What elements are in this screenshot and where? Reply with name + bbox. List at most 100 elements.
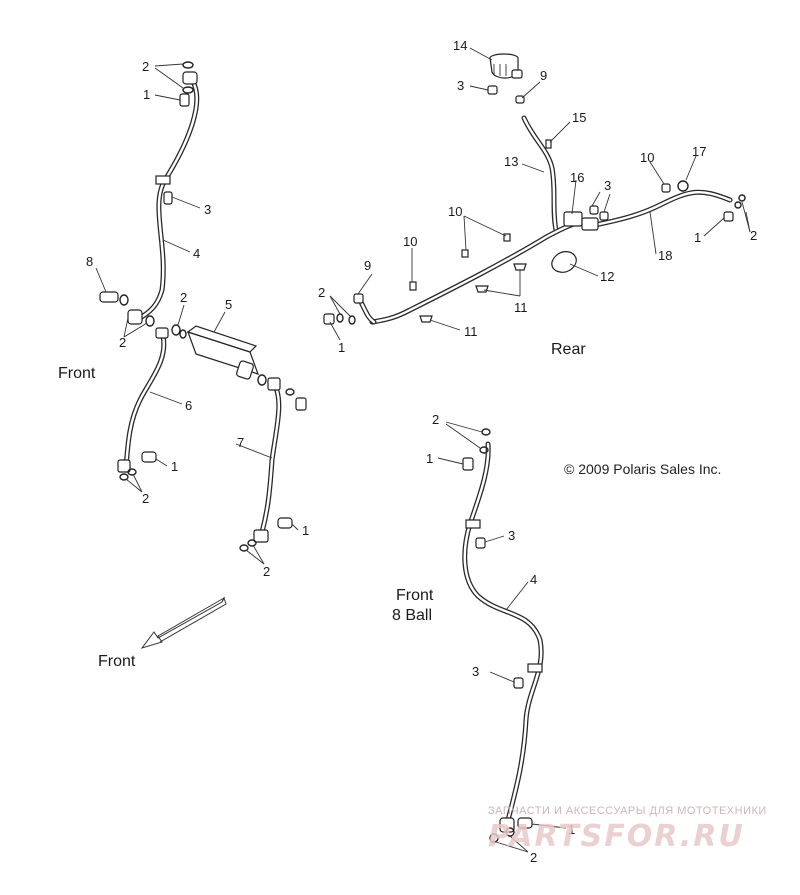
washer-rear-right-a	[734, 201, 742, 209]
junction-16	[563, 211, 583, 227]
svg-text:4: 4	[530, 572, 537, 587]
clip-8ball-a	[465, 519, 481, 529]
svg-text:5: 5	[225, 297, 232, 312]
clip-8ball-b	[527, 663, 543, 673]
bolt-3-8ball-b	[513, 677, 524, 689]
svg-text:1: 1	[568, 822, 575, 837]
bolt-1-8ball-bottom	[517, 817, 533, 829]
svg-text:10: 10	[448, 204, 462, 219]
washer-8	[119, 294, 129, 306]
svg-text:3: 3	[204, 202, 211, 217]
banjo-bolt-top	[179, 93, 190, 107]
clamp-17	[677, 180, 689, 192]
bolt-3-rear-b	[599, 211, 609, 221]
bolt-7-top	[295, 397, 307, 411]
svg-text:2: 2	[180, 290, 187, 305]
bolt-1-7	[277, 517, 293, 529]
rear-assembly: 14 3 9 15 13 16 3 10 17 18 1 2 12 10 10 …	[318, 38, 757, 355]
svg-text:2: 2	[318, 285, 325, 300]
front-direction-arrow	[140, 596, 227, 649]
washer-6a	[119, 473, 129, 481]
washer-7-top	[285, 388, 295, 396]
bolt-8	[99, 291, 119, 303]
washer-7b	[247, 539, 257, 547]
fitting-7-bottom	[253, 529, 269, 543]
svg-text:2: 2	[530, 850, 537, 865]
svg-text:14: 14	[453, 38, 467, 53]
bolt-3-rear-a	[589, 205, 599, 215]
svg-text:10: 10	[403, 234, 417, 249]
washer-8ball-bottom-a	[489, 833, 499, 843]
svg-text:7: 7	[237, 435, 244, 450]
washer-4a	[145, 315, 155, 327]
hose-4-8ball	[462, 441, 544, 823]
label-front: Front	[58, 365, 96, 382]
washer-8ball-top-a	[481, 428, 491, 436]
bolt-1-rear-right	[723, 211, 734, 222]
clip-10-left	[409, 281, 417, 291]
svg-text:3: 3	[457, 78, 464, 93]
fitting-6-bottom	[117, 459, 131, 473]
svg-text:16: 16	[570, 170, 584, 185]
clip-11-c	[419, 315, 433, 323]
svg-text:3: 3	[508, 528, 515, 543]
fitting-4-bottom	[127, 309, 143, 325]
cap-9-left	[353, 293, 364, 304]
clip-10-right	[661, 183, 671, 193]
bolt-1-8ball-top	[462, 457, 474, 471]
svg-text:8: 8	[86, 254, 93, 269]
svg-text:2: 2	[432, 412, 439, 427]
svg-text:9: 9	[364, 258, 371, 273]
washer-6b	[127, 468, 137, 476]
washer-4b	[171, 324, 181, 336]
guard-12	[551, 251, 577, 273]
washer-rear-right-b	[738, 194, 746, 202]
svg-text:1: 1	[338, 340, 345, 355]
bolt-1-rear-left	[323, 313, 335, 325]
bolt-3-8ball-a	[475, 537, 486, 549]
fitting-7-top	[267, 377, 281, 391]
washer-8ball-top-b	[479, 446, 489, 454]
washer-rear-left-a	[336, 313, 344, 323]
svg-text:18: 18	[658, 248, 672, 263]
washer-rear-left-b	[348, 315, 356, 325]
clip-15	[545, 139, 552, 149]
reservoir-14	[489, 53, 523, 79]
svg-text:9: 9	[540, 68, 547, 83]
watermark: ЗАПЧАСТИ И АКСЕССУАРЫ ДЛЯ МОТОТЕХНИКИ PA…	[488, 805, 767, 854]
svg-text:4: 4	[193, 246, 200, 261]
svg-text:12: 12	[600, 269, 614, 284]
svg-text:1: 1	[143, 87, 150, 102]
bolt-3-rear-top	[487, 85, 498, 95]
label-front-arrow: Front	[98, 653, 136, 670]
clip-10-mid-b	[503, 233, 511, 242]
watermark-tagline: ЗАПЧАСТИ И АКСЕССУАРЫ ДЛЯ МОТОТЕХНИКИ	[488, 805, 767, 817]
clip-10-mid-a	[461, 249, 469, 258]
clip-11-b	[475, 285, 489, 293]
svg-text:2: 2	[119, 335, 126, 350]
front-8ball-assembly: 2 1 3 4 3 1 2	[426, 412, 575, 865]
clip-4	[155, 175, 171, 185]
svg-text:15: 15	[572, 110, 586, 125]
copyright-notice: © 2009 Polaris Sales Inc.	[564, 461, 721, 477]
hose-13	[521, 115, 559, 233]
svg-text:1: 1	[694, 230, 701, 245]
washer-top-a	[182, 61, 194, 69]
bolt-1-6	[141, 451, 157, 463]
svg-text:2: 2	[142, 491, 149, 506]
svg-text:17: 17	[692, 144, 706, 159]
label-rear: Rear	[551, 341, 586, 358]
svg-text:3: 3	[472, 664, 479, 679]
label-front-8ball-line1: Front	[396, 587, 434, 604]
front-left-assembly: 2 1 3 4 8 2 2 5 6 1 2 7 1 2	[86, 59, 309, 579]
hose-7	[259, 381, 282, 535]
watermark-logo: PARTSFOR.RU	[488, 819, 745, 854]
fitting-6-top	[155, 327, 169, 339]
svg-text:2: 2	[750, 228, 757, 243]
svg-text:2: 2	[263, 564, 270, 579]
svg-text:1: 1	[171, 459, 178, 474]
washer-7a	[239, 544, 249, 552]
svg-text:1: 1	[302, 523, 309, 538]
bracket-16	[581, 217, 599, 231]
